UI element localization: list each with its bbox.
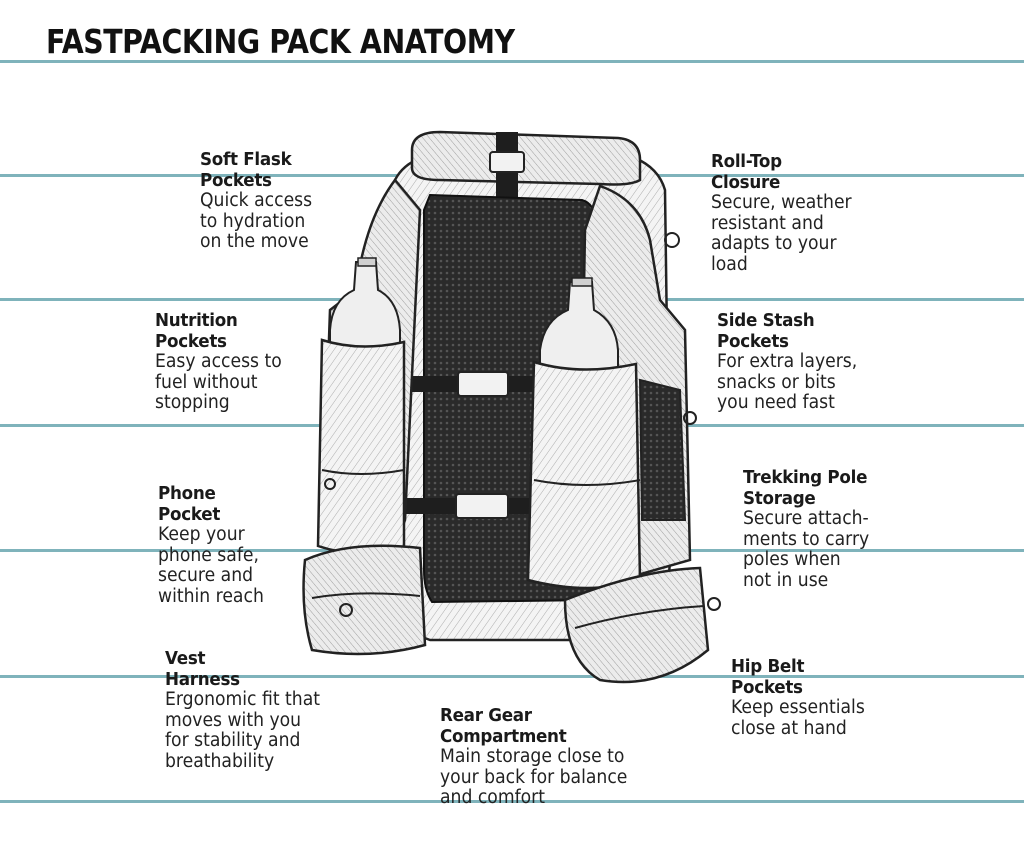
callout-description: snacks or bits xyxy=(717,373,857,394)
callout-description: your back for balance xyxy=(440,768,627,789)
callout-heading: Rear Gear xyxy=(440,706,627,727)
callout-description: Easy access to xyxy=(155,352,282,373)
callout-heading: Storage xyxy=(743,489,869,510)
callout-description: phone safe, xyxy=(158,546,264,567)
callout-heading: Pockets xyxy=(731,678,865,699)
callout-description: secure and xyxy=(158,566,264,587)
callout-description: Main storage close to xyxy=(440,747,627,768)
callout-description: on the move xyxy=(200,232,312,253)
callout-phone-pocket: Phone Pocket Keep your phone safe, secur… xyxy=(158,484,264,607)
callout-heading: Side Stash xyxy=(717,311,857,332)
callout-description: and comfort xyxy=(440,788,627,809)
callout-heading: Pocket xyxy=(158,505,264,526)
callout-heading: Soft Flask xyxy=(200,150,312,171)
callout-heading: Vest xyxy=(165,649,320,670)
callout-description: Secure attach- xyxy=(743,509,869,530)
callout-heading: Harness xyxy=(165,670,320,691)
callout-description: stopping xyxy=(155,393,282,414)
callout-description: poles when xyxy=(743,550,869,571)
callout-description: Ergonomic fit that xyxy=(165,690,320,711)
callout-description: within reach xyxy=(158,587,264,608)
callout-description: moves with you xyxy=(165,711,320,732)
callout-description: For extra layers, xyxy=(717,352,857,373)
callout-heading: Pockets xyxy=(155,332,282,353)
callout-description: load xyxy=(711,255,852,276)
callout-roll-top-closure: Roll-Top Closure Secure, weather resista… xyxy=(711,152,852,275)
callout-heading: Closure xyxy=(711,173,852,194)
callout-description: resistant and xyxy=(711,214,852,235)
callout-heading: Compartment xyxy=(440,727,627,748)
callout-description: Keep essentials xyxy=(731,698,865,719)
callout-description: Secure, weather xyxy=(711,193,852,214)
callout-heading: Trekking Pole xyxy=(743,468,869,489)
callout-heading: Nutrition xyxy=(155,311,282,332)
callout-description: to hydration xyxy=(200,212,312,233)
callout-heading: Pockets xyxy=(717,332,857,353)
callout-description: you need fast xyxy=(717,393,857,414)
callout-description: close at hand xyxy=(731,719,865,740)
callout-heading: Roll-Top xyxy=(711,152,852,173)
callout-heading: Hip Belt xyxy=(731,657,865,678)
callout-rear-gear-compartment: Rear Gear Compartment Main storage close… xyxy=(440,706,627,809)
callout-heading: Phone xyxy=(158,484,264,505)
callout-description: breathability xyxy=(165,752,320,773)
callout-nutrition-pockets: Nutrition Pockets Easy access to fuel wi… xyxy=(155,311,282,414)
callout-description: ments to carry xyxy=(743,530,869,551)
callout-side-stash-pockets: Side Stash Pockets For extra layers, sna… xyxy=(717,311,857,414)
callout-description: Keep your xyxy=(158,525,264,546)
callout-description: not in use xyxy=(743,571,869,592)
callout-soft-flask-pockets: Soft Flask Pockets Quick access to hydra… xyxy=(200,150,312,253)
callout-heading: Pockets xyxy=(200,171,312,192)
callout-description: adapts to your xyxy=(711,234,852,255)
callout-description: fuel without xyxy=(155,373,282,394)
callout-description: for stability and xyxy=(165,731,320,752)
callout-vest-harness: Vest Harness Ergonomic fit that moves wi… xyxy=(165,649,320,772)
callout-description: Quick access xyxy=(200,191,312,212)
callout-trekking-pole-storage: Trekking Pole Storage Secure attach- men… xyxy=(743,468,869,591)
callout-hip-belt-pockets: Hip Belt Pockets Keep essentials close a… xyxy=(731,657,865,739)
